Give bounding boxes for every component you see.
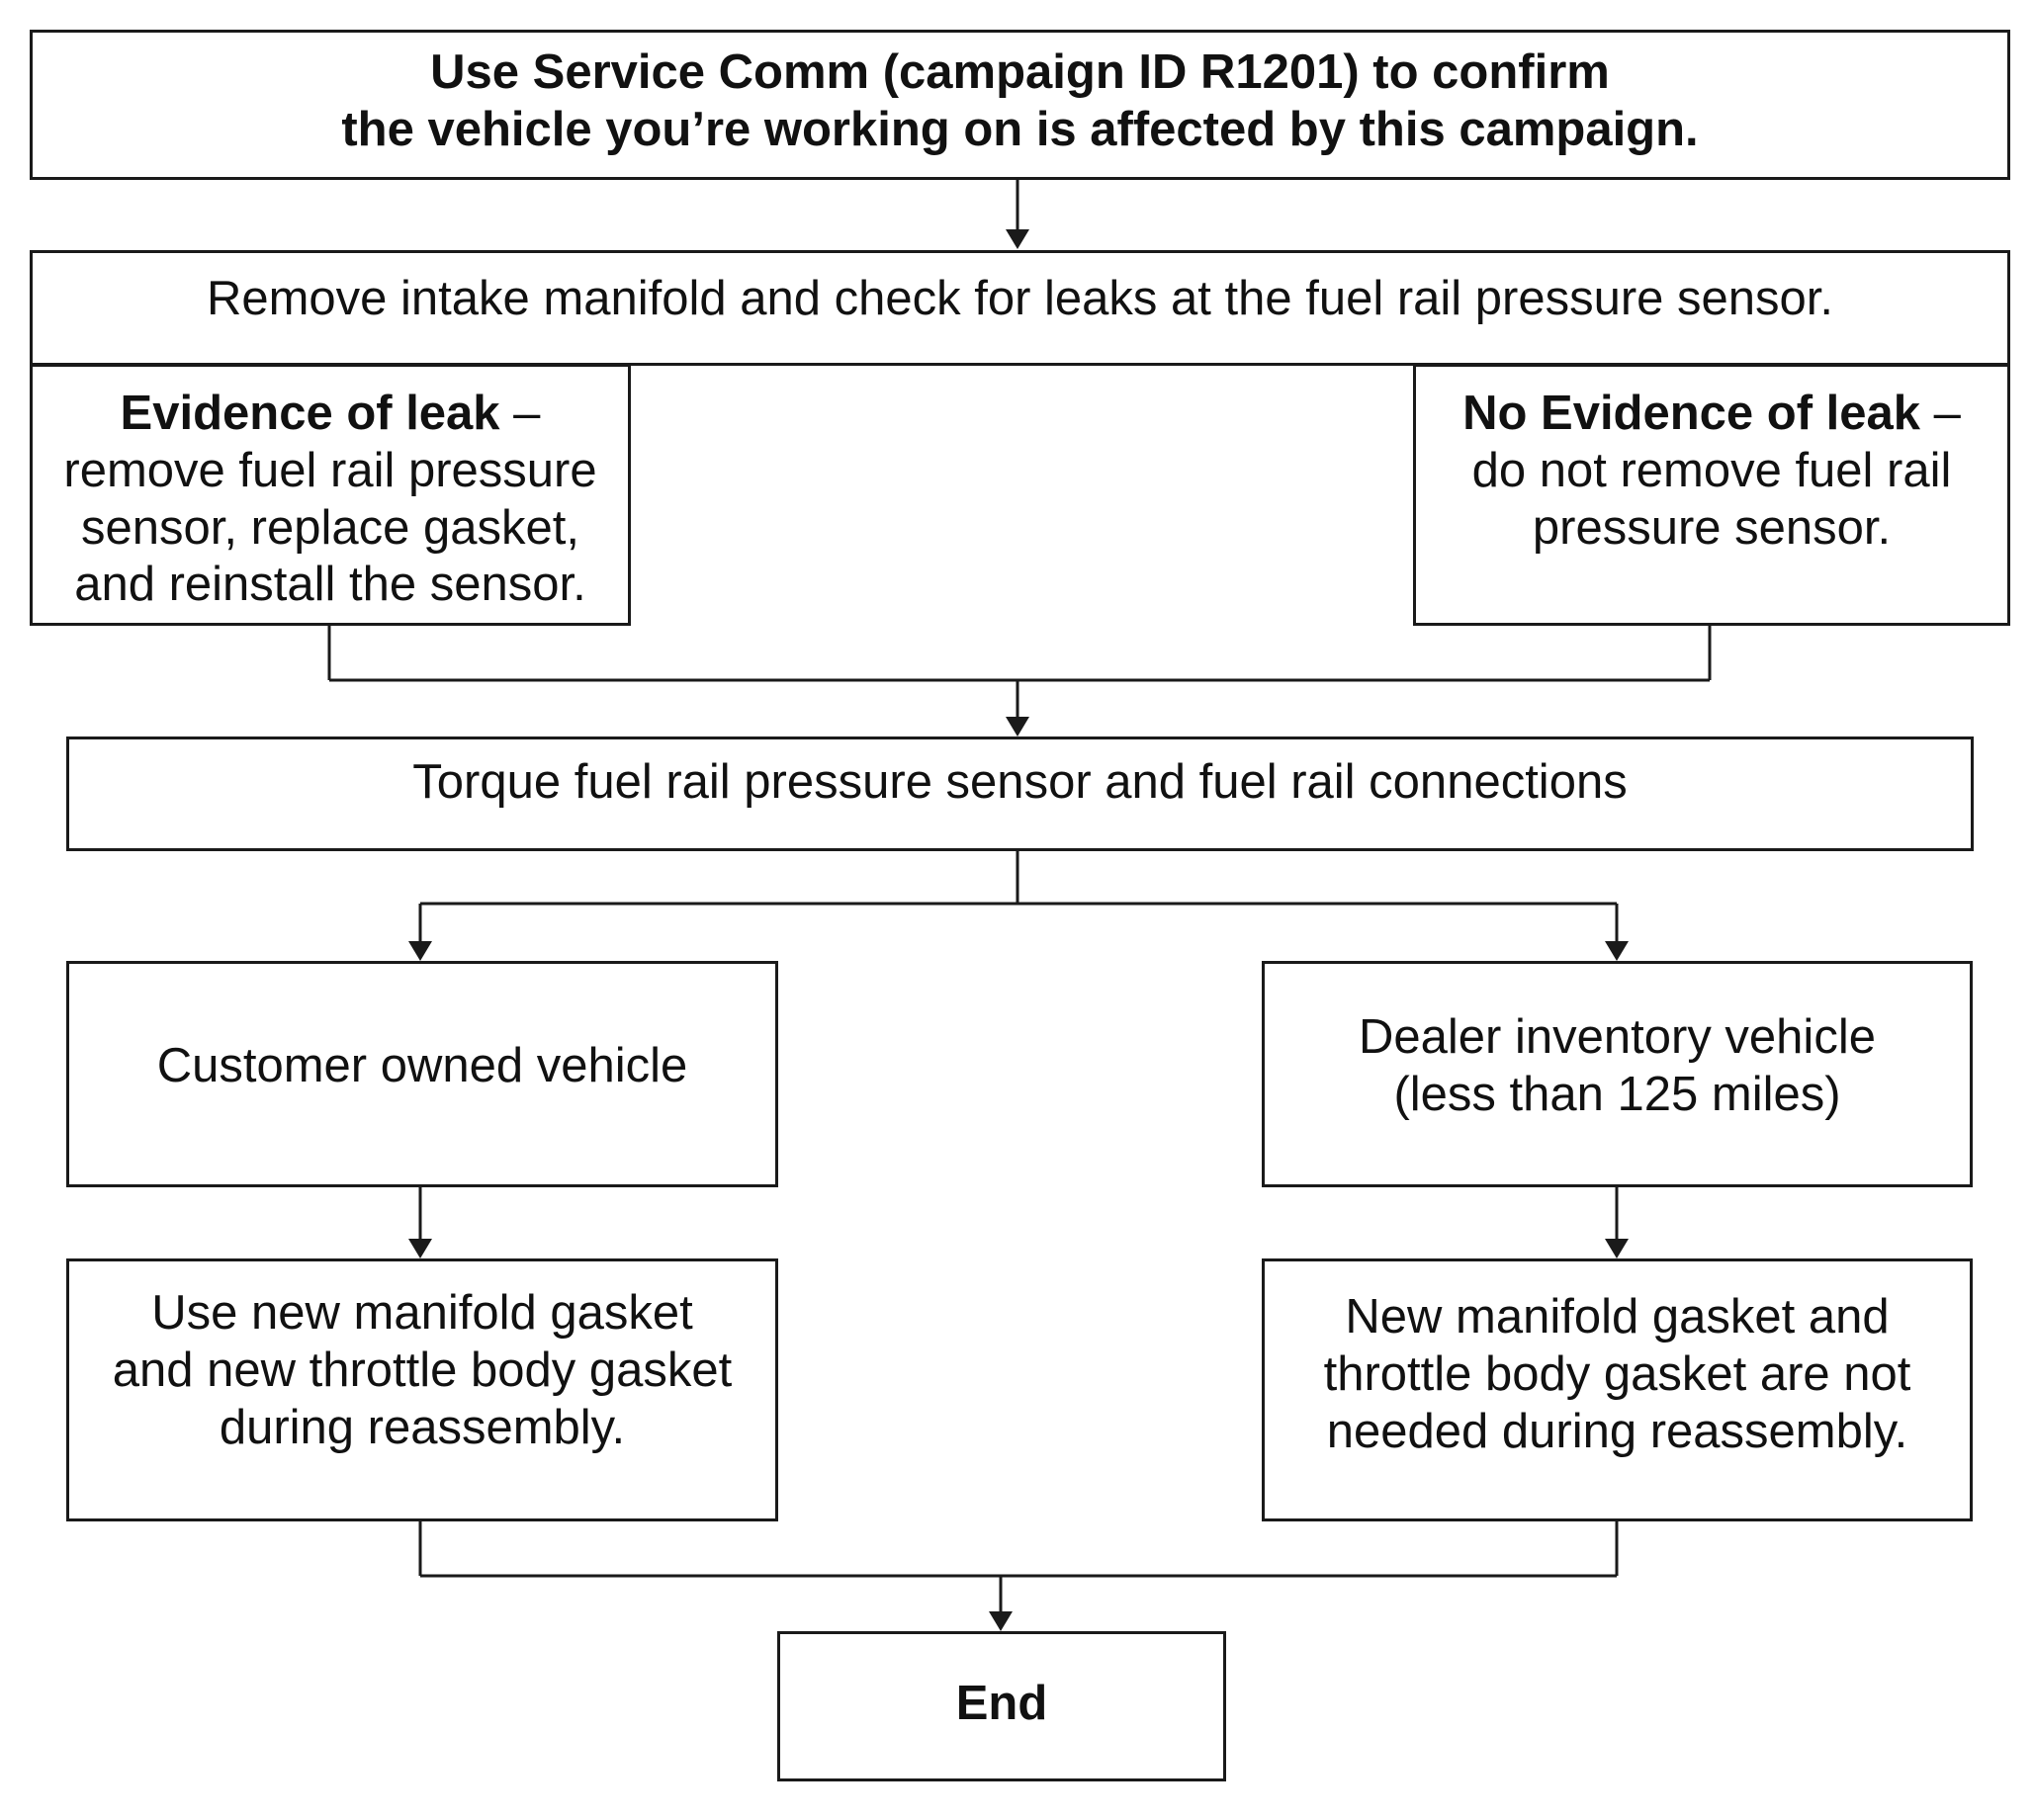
confirm-line-2: the vehicle you’re working on is affecte… — [341, 103, 1699, 156]
arrowhead-split-to-customer — [408, 941, 432, 961]
not-needed-line-2: throttle body gasket are not — [1323, 1346, 1911, 1401]
step-confirm-campaign: Use Service Comm (campaign ID R1201) to … — [30, 30, 2010, 180]
use-new-line-3: during reassembly. — [219, 1400, 626, 1454]
evidence-dash: – — [499, 387, 541, 440]
use-new-line-1: Use new manifold gasket — [151, 1286, 693, 1340]
remove-manifold-text: Remove intake manifold and check for lea… — [206, 271, 1834, 325]
step-use-new-gaskets: Use new manifold gasket and new throttle… — [66, 1258, 778, 1521]
arrowhead-merge-to-torque — [1006, 717, 1029, 737]
evidence-line-2: sensor, replace gasket, — [81, 500, 579, 555]
torque-text: Torque fuel rail pressure sensor and fue… — [412, 755, 1628, 810]
arrowhead-split-to-dealer — [1605, 941, 1629, 961]
dealer-inventory-line-2: (less than 125 miles) — [1393, 1067, 1841, 1121]
dealer-inventory-line-1: Dealer inventory vehicle — [1359, 1009, 1876, 1064]
arrowhead-merge-to-end — [989, 1611, 1013, 1631]
arrowhead-confirm-to-remove — [1006, 229, 1029, 249]
no-evidence-heading-line: No Evidence of leak – — [1462, 386, 1961, 443]
confirm-line-1: Use Service Comm (campaign ID R1201) to … — [430, 45, 1610, 100]
end-text: End — [955, 1677, 1048, 1731]
not-needed-line-1: New manifold gasket and — [1345, 1290, 1890, 1343]
evidence-line-3: and reinstall the sensor. — [74, 558, 586, 612]
step-gaskets-not-needed: New manifold gasket and throttle body ga… — [1262, 1258, 1973, 1521]
use-new-line-2: and new throttle body gasket — [112, 1343, 733, 1397]
branch-dealer-inventory: Dealer inventory vehicle (less than 125 … — [1262, 961, 1973, 1187]
arrowhead-dealer-to-not-needed — [1605, 1239, 1629, 1258]
no-evidence-heading: No Evidence of leak — [1462, 387, 1921, 440]
customer-owned-text: Customer owned vehicle — [156, 1038, 688, 1092]
evidence-heading-line: Evidence of leak – — [121, 386, 541, 443]
no-evidence-line-1: do not remove fuel rail — [1471, 443, 1952, 497]
step-end: End — [777, 1631, 1226, 1781]
not-needed-line-3: needed during reassembly. — [1326, 1404, 1908, 1458]
evidence-heading: Evidence of leak — [120, 387, 500, 440]
arrowhead-customer-to-use-new — [408, 1239, 432, 1258]
no-evidence-dash: – — [1920, 387, 1961, 440]
evidence-line-1: remove fuel rail pressure — [63, 443, 597, 497]
branch-customer-owned: Customer owned vehicle — [66, 961, 778, 1187]
no-evidence-line-2: pressure sensor. — [1532, 500, 1892, 555]
step-torque-connections: Torque fuel rail pressure sensor and fue… — [66, 737, 1974, 851]
branch-no-evidence-of-leak: No Evidence of leak – do not remove fuel… — [1413, 364, 2010, 626]
branch-evidence-of-leak: Evidence of leak – remove fuel rail pres… — [30, 364, 631, 626]
step-remove-manifold: Remove intake manifold and check for lea… — [30, 250, 2010, 366]
